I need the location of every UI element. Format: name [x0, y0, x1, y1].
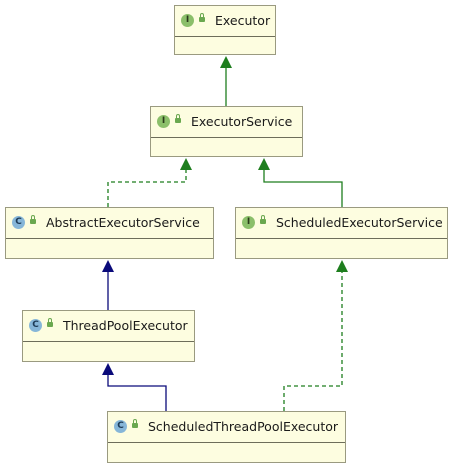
arrowhead-icon: [258, 158, 270, 170]
node-header: I ExecutorService: [151, 107, 302, 138]
arrowhead-icon: [102, 363, 114, 375]
class-name-label: ExecutorService: [191, 114, 293, 129]
scheduled-thread-pool-executor-to-thread-pool-executor-edge: [107, 367, 167, 411]
class-icon: C: [114, 420, 127, 433]
scheduled-thread-pool-executor-node[interactable]: C ScheduledThreadPoolExecutor: [107, 411, 346, 463]
abstract-executor-service-node[interactable]: C AbstractExecutorService: [5, 207, 214, 259]
interface-icon: I: [157, 115, 170, 128]
class-icon: C: [12, 216, 25, 229]
scheduled-executor-service-to-executor-service-edge: [263, 162, 343, 207]
public-visibility-icon: [47, 318, 53, 327]
arrowhead-icon: [336, 260, 348, 272]
executor-node[interactable]: I Executor: [174, 5, 276, 55]
node-header: C ThreadPoolExecutor: [23, 311, 194, 342]
interface-icon: I: [242, 216, 255, 229]
class-name-label: Executor: [215, 13, 271, 28]
public-visibility-icon: [199, 13, 205, 22]
interface-icon: I: [181, 14, 194, 27]
node-header: I Executor: [175, 6, 275, 37]
node-header: I ScheduledExecutorService: [236, 208, 447, 239]
class-name-label: ScheduledThreadPoolExecutor: [148, 419, 339, 434]
executor-service-node[interactable]: I ExecutorService: [150, 106, 303, 157]
public-visibility-icon: [175, 114, 181, 123]
public-visibility-icon: [132, 419, 138, 428]
class-icon: C: [29, 319, 42, 332]
class-name-label: ScheduledExecutorService: [276, 215, 443, 230]
thread-pool-executor-node[interactable]: C ThreadPoolExecutor: [22, 310, 195, 362]
abstract-executor-service-to-executor-service-edge: [107, 162, 187, 207]
arrowhead-icon: [220, 56, 232, 68]
class-name-label: ThreadPoolExecutor: [63, 318, 188, 333]
arrowhead-icon: [180, 158, 192, 170]
arrowhead-icon: [102, 260, 114, 272]
node-header: C ScheduledThreadPoolExecutor: [108, 412, 345, 443]
public-visibility-icon: [260, 215, 266, 224]
scheduled-executor-service-node[interactable]: I ScheduledExecutorService: [235, 207, 448, 259]
node-header: C AbstractExecutorService: [6, 208, 213, 239]
class-name-label: AbstractExecutorService: [46, 215, 200, 230]
public-visibility-icon: [30, 215, 36, 224]
scheduled-thread-pool-executor-to-scheduled-executor-service-edge: [283, 264, 343, 411]
